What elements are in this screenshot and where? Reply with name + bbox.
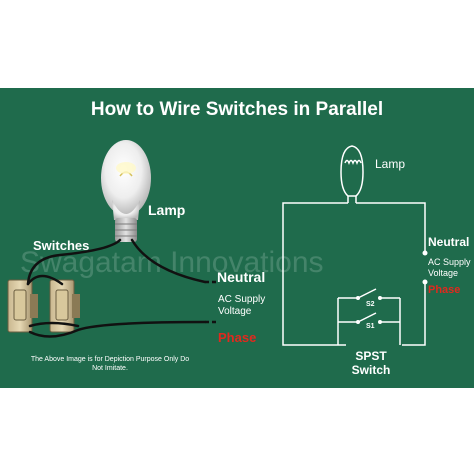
switch-s2-label: S2 bbox=[366, 301, 375, 308]
supply-terminal-dashes bbox=[205, 280, 216, 324]
schematic-phase-label: Phase bbox=[428, 284, 461, 296]
lamp-label: Lamp bbox=[148, 202, 186, 218]
switch-s1-label: S1 bbox=[366, 323, 375, 330]
schematic-ac-supply-label: AC Supply Voltage bbox=[428, 257, 471, 278]
schematic-wire-left bbox=[282, 202, 348, 346]
switch-icon bbox=[49, 279, 80, 333]
diagram-board bbox=[0, 88, 474, 388]
ac-supply-label: AC Supply Voltage bbox=[218, 294, 266, 317]
wire-lamp-to-switch bbox=[26, 238, 122, 286]
lamp-bulb-icon bbox=[101, 140, 151, 242]
wire-lamp-to-neutral bbox=[130, 238, 207, 284]
schematic-wiring bbox=[282, 145, 426, 346]
schematic-lamp-icon bbox=[340, 145, 364, 203]
schematic-switch-s2 bbox=[337, 288, 401, 322]
switch-icon bbox=[7, 279, 38, 333]
wire-switch-link-bottom bbox=[28, 321, 80, 328]
disclaimer-note: The Above Image is for Depiction Purpose… bbox=[30, 356, 190, 372]
switches-label: Switches bbox=[33, 238, 90, 253]
schematic-terminals bbox=[356, 250, 428, 324]
wire-switch-link-top bbox=[26, 274, 64, 286]
schematic-lamp-label: Lamp bbox=[375, 157, 406, 171]
wire-switch-to-phase bbox=[28, 320, 207, 338]
phase-label: Phase bbox=[218, 330, 257, 345]
spst-switch-label: SPST Switch bbox=[351, 349, 391, 377]
schematic-wire-phase bbox=[402, 282, 426, 346]
diagram-title: How to Wire Switches in Parallel bbox=[90, 99, 384, 120]
neutral-label: Neutral bbox=[217, 269, 266, 285]
schematic-neutral-label: Neutral bbox=[428, 235, 470, 249]
pictorial-wiring bbox=[7, 140, 216, 338]
schematic-switch-s1 bbox=[337, 312, 401, 345]
schematic-wire-neutral bbox=[356, 202, 426, 253]
